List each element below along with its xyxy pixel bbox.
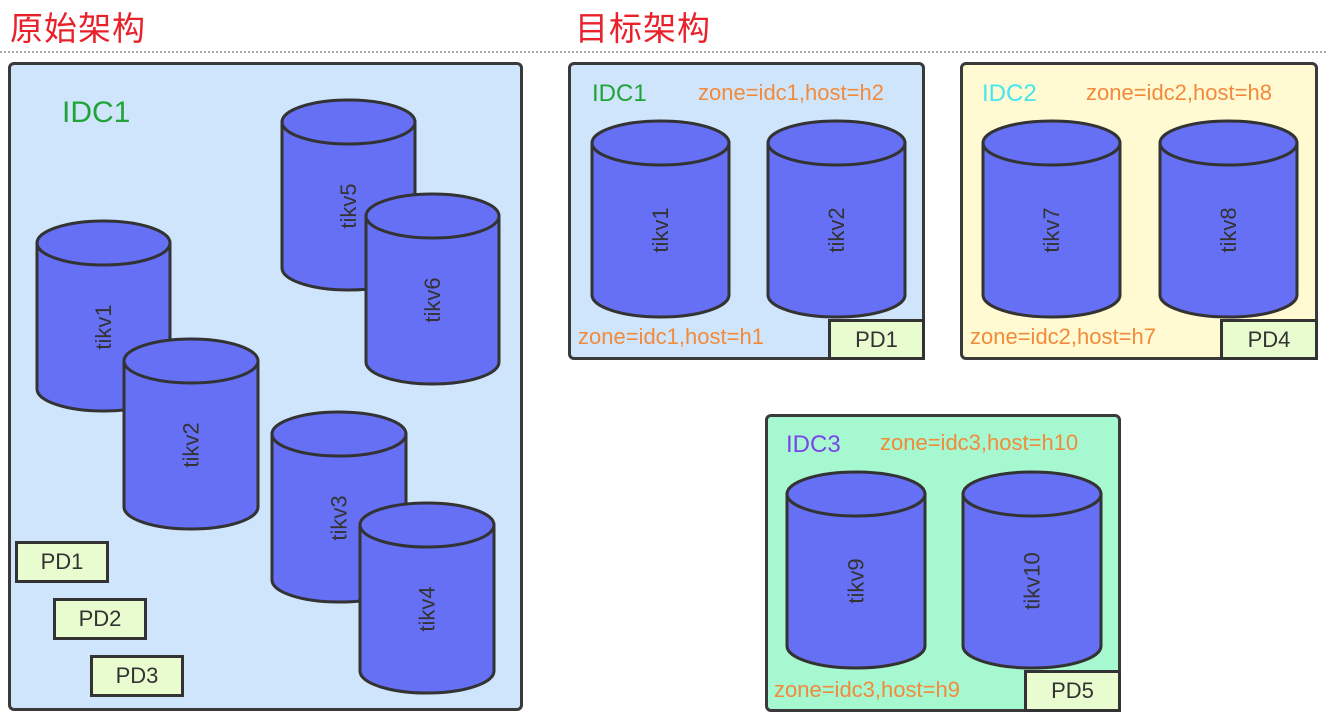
tikv-cylinder: tikv7	[981, 119, 1122, 319]
target-idc2-label: IDC2	[982, 80, 1037, 107]
cylinder-body	[358, 523, 496, 695]
cylinder-top	[590, 119, 731, 167]
target-idc2-pd: PD4	[1220, 319, 1318, 360]
original-pd1: PD1	[15, 541, 109, 583]
cylinder-top	[35, 219, 172, 267]
tikv-cylinder: tikv4	[358, 501, 496, 695]
tikv-cylinder: tikv2	[766, 119, 907, 319]
cylinder-body	[590, 141, 731, 319]
original-pd2: PD2	[53, 598, 147, 640]
tikv-label: tikv7	[1039, 207, 1064, 252]
tikv-cylinder: tikv6	[364, 192, 501, 386]
target-idc3-zone-bottom: zone=idc3,host=h9	[774, 677, 960, 702]
cylinder-top	[122, 337, 260, 385]
cylinder-top	[280, 98, 417, 146]
cylinder-top	[270, 410, 408, 458]
target-idc3-label: IDC3	[786, 431, 841, 458]
tikv-cylinder: tikv1	[590, 119, 731, 319]
tikv-label: tikv8	[1216, 207, 1241, 252]
cylinder-body	[981, 141, 1122, 319]
cylinder-body	[961, 492, 1103, 670]
tikv-label: tikv3	[327, 495, 352, 540]
target-idc1-zone-top: zone=idc1,host=h2	[698, 80, 884, 105]
tikv-label: tikv9	[844, 558, 869, 603]
target-architecture-heading: 目标架构	[575, 9, 711, 48]
tikv-label: tikv2	[824, 207, 849, 252]
original-pd3: PD3	[90, 655, 184, 697]
cylinder-body	[364, 214, 501, 386]
divider	[0, 51, 1326, 53]
original-architecture-heading: 原始架构	[10, 9, 146, 48]
tikv-label: tikv5	[336, 183, 361, 228]
tikv-label: tikv1	[648, 207, 673, 252]
cylinder-body	[785, 492, 927, 670]
cylinder-top	[358, 501, 496, 549]
tikv-label: tikv2	[179, 422, 204, 467]
original-idc1-label: IDC1	[62, 96, 131, 129]
tikv-label: tikv1	[91, 304, 116, 349]
cylinder-top	[364, 192, 501, 240]
tikv-cylinder: tikv10	[961, 470, 1103, 670]
cylinder-top	[981, 119, 1122, 167]
target-idc1-label: IDC1	[592, 80, 647, 107]
target-idc2-zone-top: zone=idc2,host=h8	[1086, 80, 1272, 105]
cylinder-top	[785, 470, 927, 518]
tikv-cylinder: tikv9	[785, 470, 927, 670]
tikv-cylinder: tikv8	[1158, 119, 1299, 319]
tikv-label: tikv10	[1020, 552, 1045, 609]
target-idc1-pd: PD1	[828, 319, 925, 360]
tikv-label: tikv6	[420, 277, 445, 322]
target-idc3-pd: PD5	[1024, 670, 1121, 712]
cylinder-body	[1158, 141, 1299, 319]
cylinder-top	[961, 470, 1103, 518]
tikv-cylinder: tikv3	[270, 410, 408, 604]
cylinder-top	[766, 119, 907, 167]
tikv-label: tikv4	[415, 586, 440, 631]
cylinder-top	[1158, 119, 1299, 167]
cylinder-body	[122, 359, 260, 531]
tikv-cylinder: tikv2	[122, 337, 260, 531]
cylinder-body	[766, 141, 907, 319]
target-idc3-zone-top: zone=idc3,host=h10	[880, 430, 1079, 455]
target-idc2-zone-bottom: zone=idc2,host=h7	[970, 324, 1156, 349]
target-idc1-zone-bottom: zone=idc1,host=h1	[578, 324, 764, 349]
